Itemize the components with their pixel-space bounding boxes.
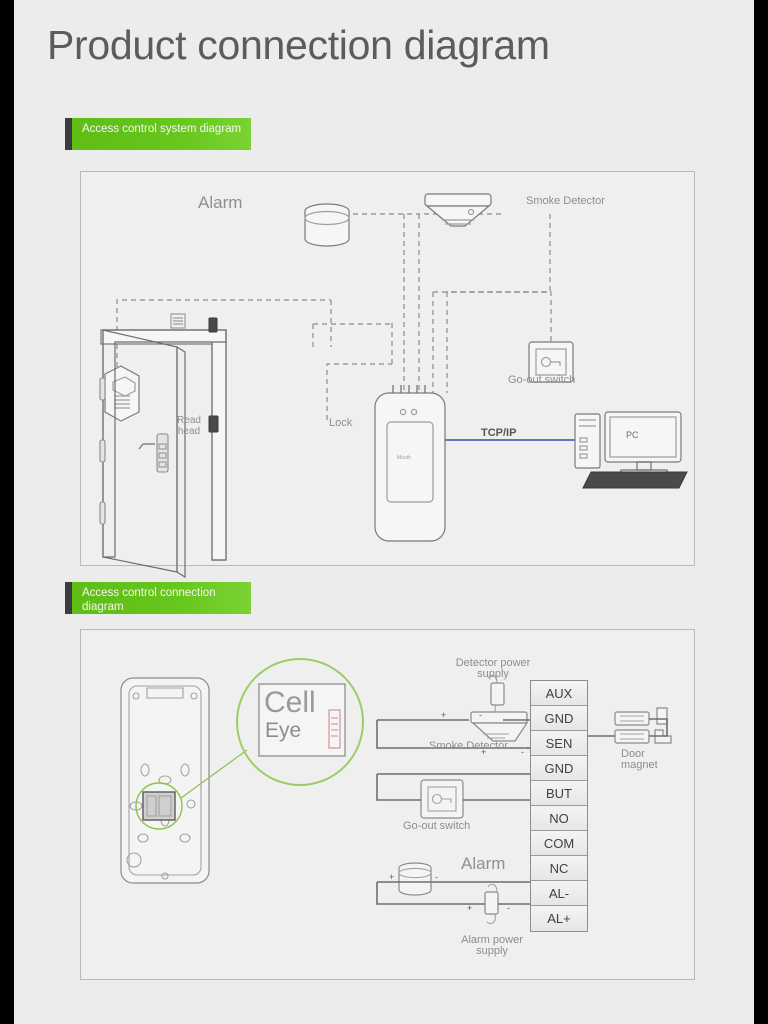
section-badge-label-2: Access control connection diagram — [82, 587, 216, 613]
section-badge-access-control-system: Access control system diagram — [65, 118, 251, 150]
terminal-5: NO — [531, 806, 587, 831]
magnifier-callout — [180, 658, 364, 799]
callout-text-cell: Cell — [264, 686, 316, 719]
page-title: Product connection diagram — [47, 22, 550, 68]
svg-text:-: - — [507, 903, 510, 913]
label-door-magnet: Door magnet — [621, 748, 658, 771]
terminal-4: BUT — [531, 781, 587, 806]
callout-text-eye: Eye — [265, 719, 302, 742]
connection-diagram-svg: .c-ln { fill:none; stroke:#6e6e6e; strok… — [120, 658, 672, 925]
terminal-2: SEN — [531, 731, 587, 756]
alarm-power-supply-icon — [484, 883, 499, 925]
alarm-icon — [304, 203, 350, 247]
device-backplate-illustration — [120, 677, 210, 884]
smoke-detector-icon — [424, 193, 492, 227]
terminal-3: GND — [531, 756, 587, 781]
label-alarm-power-supply: Alarm power supply — [461, 934, 523, 957]
alarm-icon-2 — [398, 862, 432, 896]
go-out-switch-icon — [528, 341, 574, 383]
svg-text:-: - — [435, 872, 438, 882]
electric-lock-icon — [208, 415, 219, 433]
label-go-out-switch: Go-out switch — [508, 374, 576, 386]
label-go-out-switch-2: Go-out switch — [403, 820, 471, 832]
terminal-8: AL- — [531, 881, 587, 906]
terminal-9: AL+ — [531, 906, 587, 931]
go-out-switch-icon-2 — [420, 779, 464, 819]
access-control-connection-diagram-panel: .c-ln { fill:none; stroke:#6e6e6e; strok… — [80, 629, 695, 980]
system-diagram-svg: .ln { fill:none; stroke:#6e6e6e; stroke-… — [99, 193, 688, 579]
label-alarm-2: Alarm — [461, 854, 506, 873]
label-detector-power-supply: Detector power supply — [455, 657, 531, 680]
pc-icon — [574, 411, 688, 489]
svg-text:-: - — [479, 710, 482, 720]
section-badge-access-control-connection: Access control connection diagram — [65, 582, 251, 614]
svg-text:+: + — [441, 710, 446, 720]
label-read-head: Read head — [177, 415, 201, 437]
svg-text:-: - — [521, 747, 524, 757]
door-magnet-icon-2 — [614, 707, 672, 744]
door-magnet-icon — [208, 317, 218, 333]
face-terminal-device — [374, 385, 446, 542]
terminal-0: AUX — [531, 681, 587, 706]
door-illustration — [99, 313, 227, 579]
read-head-icon — [104, 365, 140, 422]
page-canvas: Product connection diagram Access contro… — [14, 0, 754, 1024]
label-alarm: Alarm — [198, 193, 243, 212]
terminal-1: GND — [531, 706, 587, 731]
svg-text:+: + — [467, 903, 472, 913]
terminal-block: AUX GND SEN GND BUT NO COM NC AL- AL+ — [530, 680, 588, 932]
terminal-7: NC — [531, 856, 587, 881]
svg-text:+: + — [389, 872, 394, 882]
label-smoke-detector-2: Smoke Detector — [429, 740, 508, 752]
access-control-system-diagram-panel: .ln { fill:none; stroke:#6e6e6e; stroke-… — [80, 171, 695, 579]
section-badge-label-1: Access control system diagram — [82, 123, 242, 135]
label-tcpip: TCP/IP — [481, 427, 517, 439]
label-lock: Lock — [329, 417, 353, 429]
label-pc: PC — [626, 430, 639, 440]
detector-power-supply-icon — [486, 674, 505, 716]
terminal-6: COM — [531, 831, 587, 856]
label-device-caption: Mouth — [397, 455, 411, 461]
svg-text:+: + — [481, 747, 486, 757]
label-smoke-detector: Smoke Detector — [526, 195, 605, 207]
